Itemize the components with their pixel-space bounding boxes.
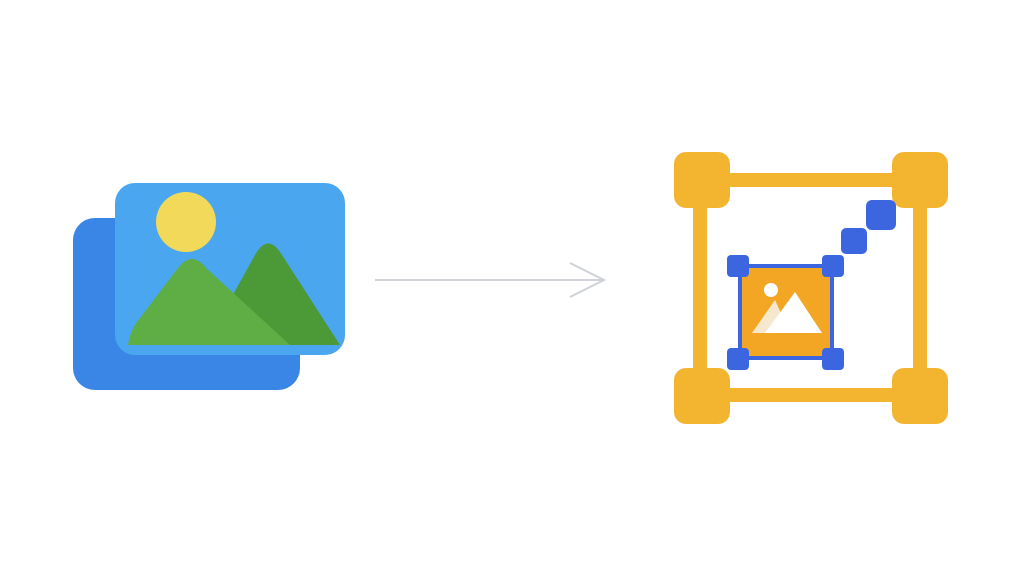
large-mountain <box>128 259 290 345</box>
arrow-right-icon <box>375 262 607 298</box>
frame-bars <box>693 173 927 402</box>
image-gallery-icon <box>73 183 345 390</box>
selection-handles <box>727 255 844 370</box>
resize-image-icon <box>674 152 948 424</box>
sun-icon <box>156 192 216 252</box>
resize-diagonal-handles <box>841 200 896 254</box>
mountain-glyph-icon <box>752 283 822 333</box>
frame-corner-handles <box>674 152 948 424</box>
